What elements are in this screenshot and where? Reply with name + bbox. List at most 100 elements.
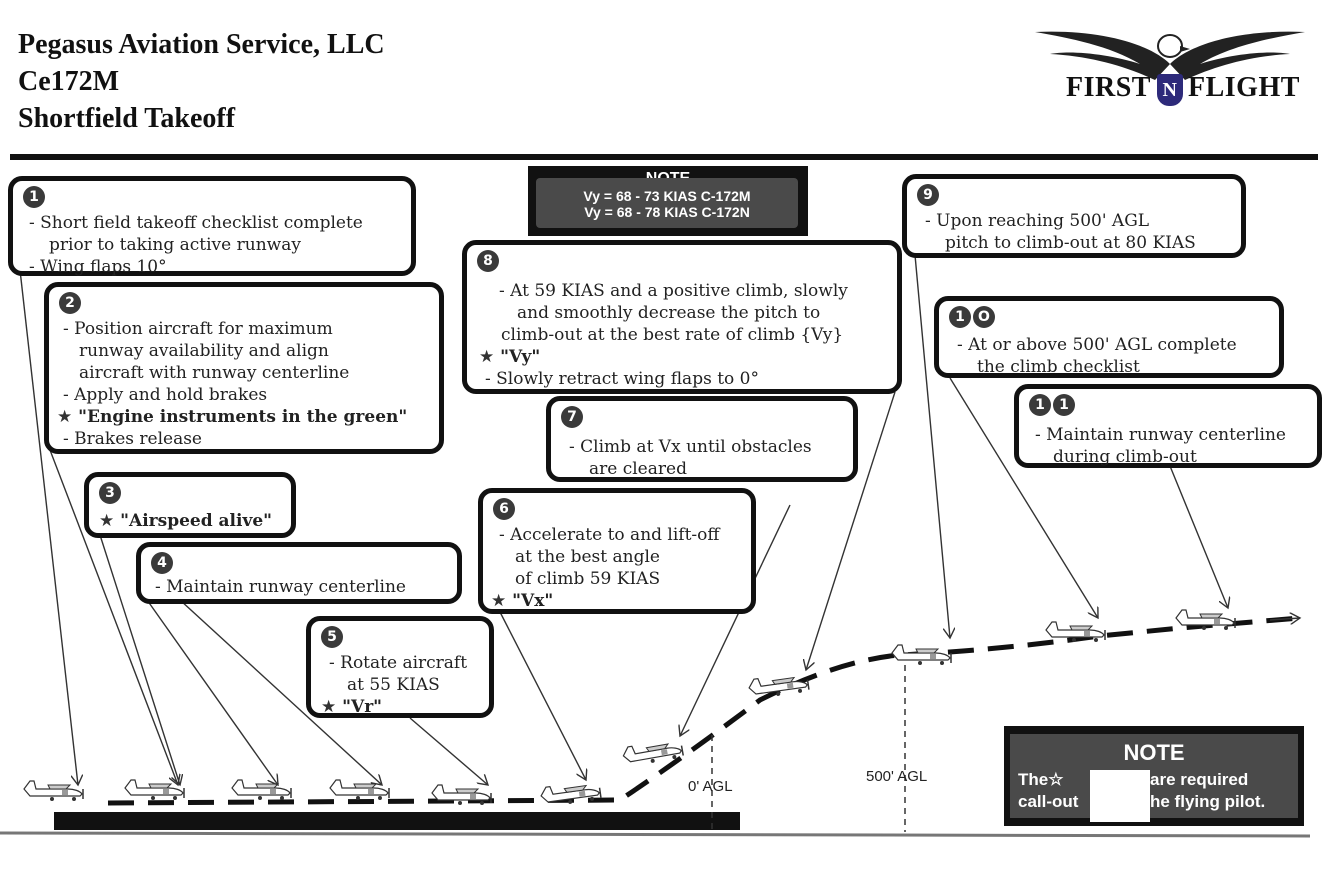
step-number: 5 bbox=[321, 626, 343, 648]
star-icon: ★ bbox=[491, 591, 507, 611]
step-line: - Wing flaps 10° bbox=[29, 257, 167, 277]
callout-note-title: NOTE bbox=[1123, 740, 1185, 765]
step-number: 2 bbox=[59, 292, 81, 314]
aircraft-6 bbox=[539, 779, 602, 809]
leader-arrow-5 bbox=[409, 717, 488, 785]
aircraft-2 bbox=[124, 779, 185, 801]
leader-arrow-10 bbox=[949, 377, 1098, 618]
step-line: - Brakes release bbox=[63, 429, 202, 449]
star-icon: ★ bbox=[99, 511, 115, 531]
step-line: and smoothly decrease the pitch to bbox=[517, 303, 821, 323]
aircraft-9 bbox=[891, 644, 952, 666]
leader-arrow-2 bbox=[49, 449, 178, 785]
aircraft-model: Ce172M bbox=[18, 66, 120, 97]
callout-note-body: NOTE The☆ are required call-out he flyin… bbox=[1010, 734, 1298, 818]
aircraft-3 bbox=[231, 779, 292, 801]
step-line: - Short field takeoff checklist complete bbox=[29, 213, 363, 233]
procedure-title: Shortfield Takeoff bbox=[18, 103, 236, 134]
step-line: of climb 59 KIAS bbox=[515, 569, 661, 589]
leader-arrow-1 bbox=[19, 269, 78, 785]
step-line: the climb checklist bbox=[977, 357, 1140, 377]
step-6-box: 6 - Accelerate to and lift-off at the be… bbox=[478, 488, 756, 614]
step-number-digit: 1 bbox=[949, 306, 971, 328]
leader-arrow-3 bbox=[99, 534, 180, 785]
step-number: 3 bbox=[99, 482, 121, 504]
step-line: - At or above 500' AGL complete bbox=[957, 335, 1237, 355]
step-1-box: 1 - Short field takeoff checklist comple… bbox=[8, 176, 416, 277]
logo-n-badge: N bbox=[1157, 74, 1183, 106]
leader-arrow-8 bbox=[806, 391, 896, 670]
callout-note: NOTE The☆ are required call-out he flyin… bbox=[1004, 726, 1304, 826]
step-number-digit: O bbox=[973, 306, 995, 328]
callout-note-text: he flying pilot. bbox=[1150, 792, 1266, 811]
step-callout: "Airspeed alive" bbox=[120, 511, 273, 531]
leader-arrow-6 bbox=[499, 611, 586, 780]
step-line: - Climb at Vx until obstacles bbox=[569, 437, 812, 457]
logo-flight: FLIGHT bbox=[1188, 72, 1300, 103]
star-icon: ☆ bbox=[1048, 770, 1064, 789]
leader-arrow-11 bbox=[1169, 465, 1228, 608]
step-line: - Accelerate to and lift-off bbox=[499, 525, 720, 545]
callout-note-text: The bbox=[1018, 770, 1049, 789]
step-line: at the best angle bbox=[515, 547, 660, 567]
leader-arrow-4a bbox=[139, 589, 278, 785]
step-line: during climb-out bbox=[1053, 447, 1197, 467]
step-line: runway availability and align bbox=[79, 341, 329, 361]
step-3-box: 3 ★ "Airspeed alive" bbox=[84, 472, 296, 538]
redaction-block bbox=[1090, 770, 1150, 822]
step-callout: "Vy" bbox=[500, 347, 541, 367]
vy-note-line-2: Vy = 68 - 78 KIAS C-172N bbox=[584, 204, 750, 220]
step-line: - Maintain runway centerline bbox=[1035, 425, 1286, 445]
document-header: Pegasus Aviation Service, LLC Ce172M Sho… bbox=[18, 26, 385, 137]
step-5-box: 5 - Rotate aircraft at 55 KIAS ★ "Vr" bbox=[306, 616, 494, 718]
step-8-box: 8 - At 59 KIAS and a positive climb, slo… bbox=[462, 240, 902, 394]
step-9-box: 9 - Upon reaching 500' AGL pitch to clim… bbox=[902, 174, 1246, 258]
step-4-box: 4 - Maintain runway centerline bbox=[136, 542, 462, 604]
step-line: - Rotate aircraft bbox=[329, 653, 468, 673]
flight-path bbox=[107, 615, 1301, 806]
callout-note-text: are required bbox=[1150, 770, 1249, 789]
step-number: 4 bbox=[151, 552, 173, 574]
agl-label-500: 500' AGL bbox=[866, 768, 928, 785]
step-line: - At 59 KIAS and a positive climb, slowl… bbox=[499, 281, 848, 301]
runway bbox=[54, 812, 740, 830]
step-line: pitch to climb-out at 80 KIAS bbox=[945, 233, 1196, 253]
leader-arrow-9 bbox=[914, 254, 950, 638]
step-number: 1 bbox=[23, 186, 45, 208]
step-callout: "Vx" bbox=[512, 591, 554, 611]
step-line: aircraft with runway centerline bbox=[79, 363, 350, 383]
step-line: - Upon reaching 500' AGL bbox=[925, 211, 1150, 231]
leader-arrow-4b bbox=[179, 599, 382, 785]
step-callout: "Engine instruments in the green" bbox=[78, 407, 408, 427]
step-number: 7 bbox=[561, 406, 583, 428]
logo-first: FIRST bbox=[1066, 72, 1151, 103]
company-name: Pegasus Aviation Service, LLC bbox=[18, 29, 385, 60]
vy-note-line-1: Vy = 68 - 73 KIAS C-172M bbox=[583, 188, 751, 204]
step-number-digit: 1 bbox=[1053, 394, 1075, 416]
leader-arrow-7 bbox=[680, 504, 791, 736]
star-icon: ★ bbox=[57, 407, 73, 427]
aircraft-8 bbox=[747, 671, 810, 701]
step-line: - Apply and hold brakes bbox=[63, 385, 268, 405]
step-number: 8 bbox=[477, 250, 499, 272]
header-divider bbox=[10, 154, 1318, 160]
step-line: - Position aircraft for maximum bbox=[63, 319, 333, 339]
vy-note-body: Vy = 68 - 73 KIAS C-172M Vy = 68 - 78 KI… bbox=[536, 178, 798, 228]
callout-note-text: call-out bbox=[1018, 792, 1079, 811]
step-2-box: 2 - Position aircraft for maximum runway… bbox=[44, 282, 444, 454]
step-line: are cleared bbox=[589, 459, 687, 479]
step-callout: "Vr" bbox=[342, 697, 383, 717]
step-line: - Maintain runway centerline bbox=[155, 577, 406, 597]
aircraft-11 bbox=[1175, 609, 1236, 631]
step-number-digit: 1 bbox=[1029, 394, 1051, 416]
step-line: prior to taking active runway bbox=[49, 235, 301, 255]
agl-label-0: 0' AGL bbox=[688, 778, 733, 795]
star-icon: ★ bbox=[479, 347, 495, 367]
vy-note: NOTE Vy = 68 - 73 KIAS C-172M Vy = 68 - … bbox=[528, 166, 808, 236]
star-icon: ★ bbox=[321, 697, 337, 717]
aircraft-1 bbox=[23, 780, 84, 802]
eagle-icon bbox=[1035, 31, 1305, 80]
